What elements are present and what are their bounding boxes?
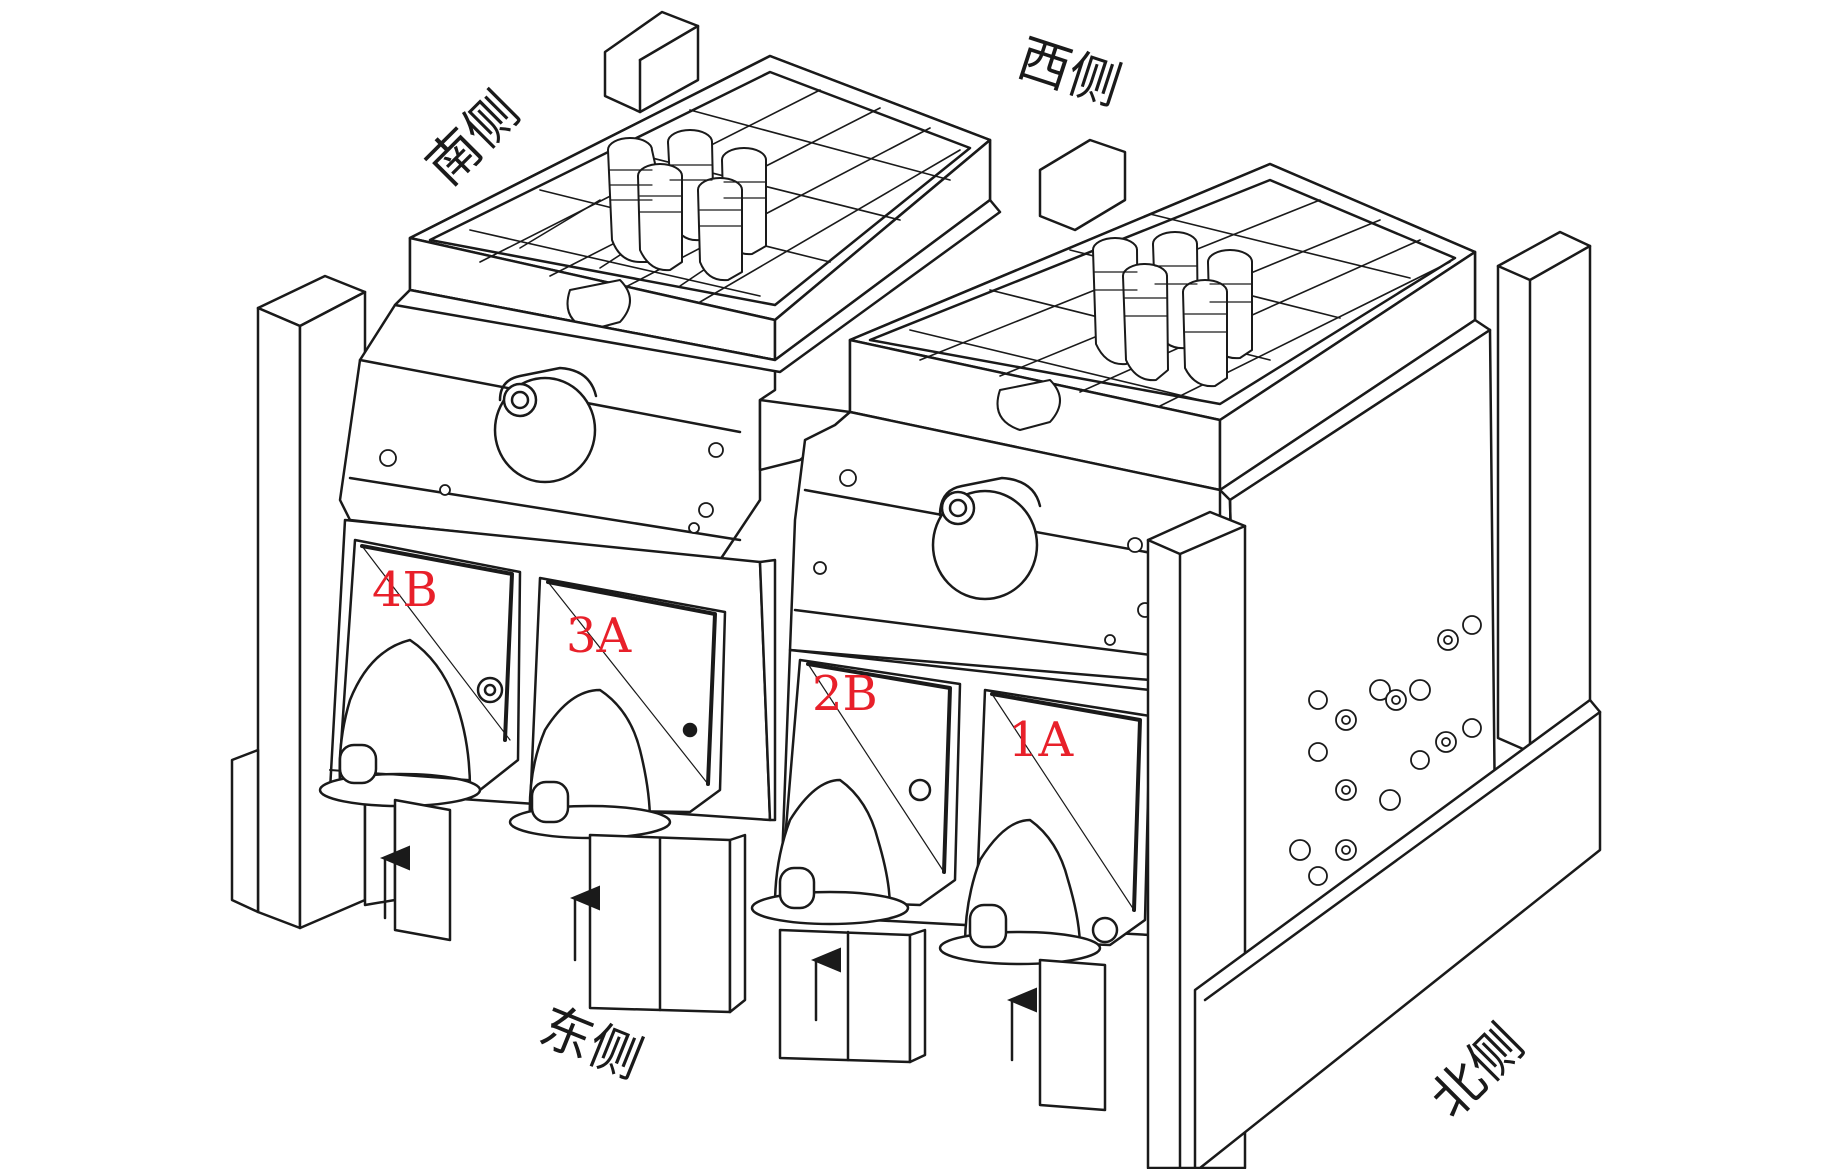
west-legs <box>393 798 747 1014</box>
unit-label-1a: 1A <box>1008 712 1075 768</box>
label-north-side: 北侧 <box>1420 1014 1536 1130</box>
hopper-4b <box>318 538 522 808</box>
unit-label-4b: 4B <box>372 562 438 618</box>
unit-label-3a: 3A <box>566 608 633 664</box>
west-body-bolts <box>379 442 724 534</box>
back-left-column <box>603 10 700 114</box>
right-rear-pillars <box>1496 230 1592 754</box>
hopper-1a <box>938 688 1152 966</box>
east-pipes <box>996 231 1253 431</box>
west-pipes <box>566 129 767 331</box>
north-panel-ports <box>1289 615 1482 886</box>
front-right-frame <box>1146 510 1602 1170</box>
label-west-side: 西侧 <box>1010 28 1127 117</box>
label-south-side: 南侧 <box>415 81 531 197</box>
back-right-column <box>1038 138 1127 232</box>
hopper-2b <box>750 658 962 926</box>
unit-label-2b: 2B <box>812 666 878 722</box>
flow-arrows <box>380 845 1037 1062</box>
